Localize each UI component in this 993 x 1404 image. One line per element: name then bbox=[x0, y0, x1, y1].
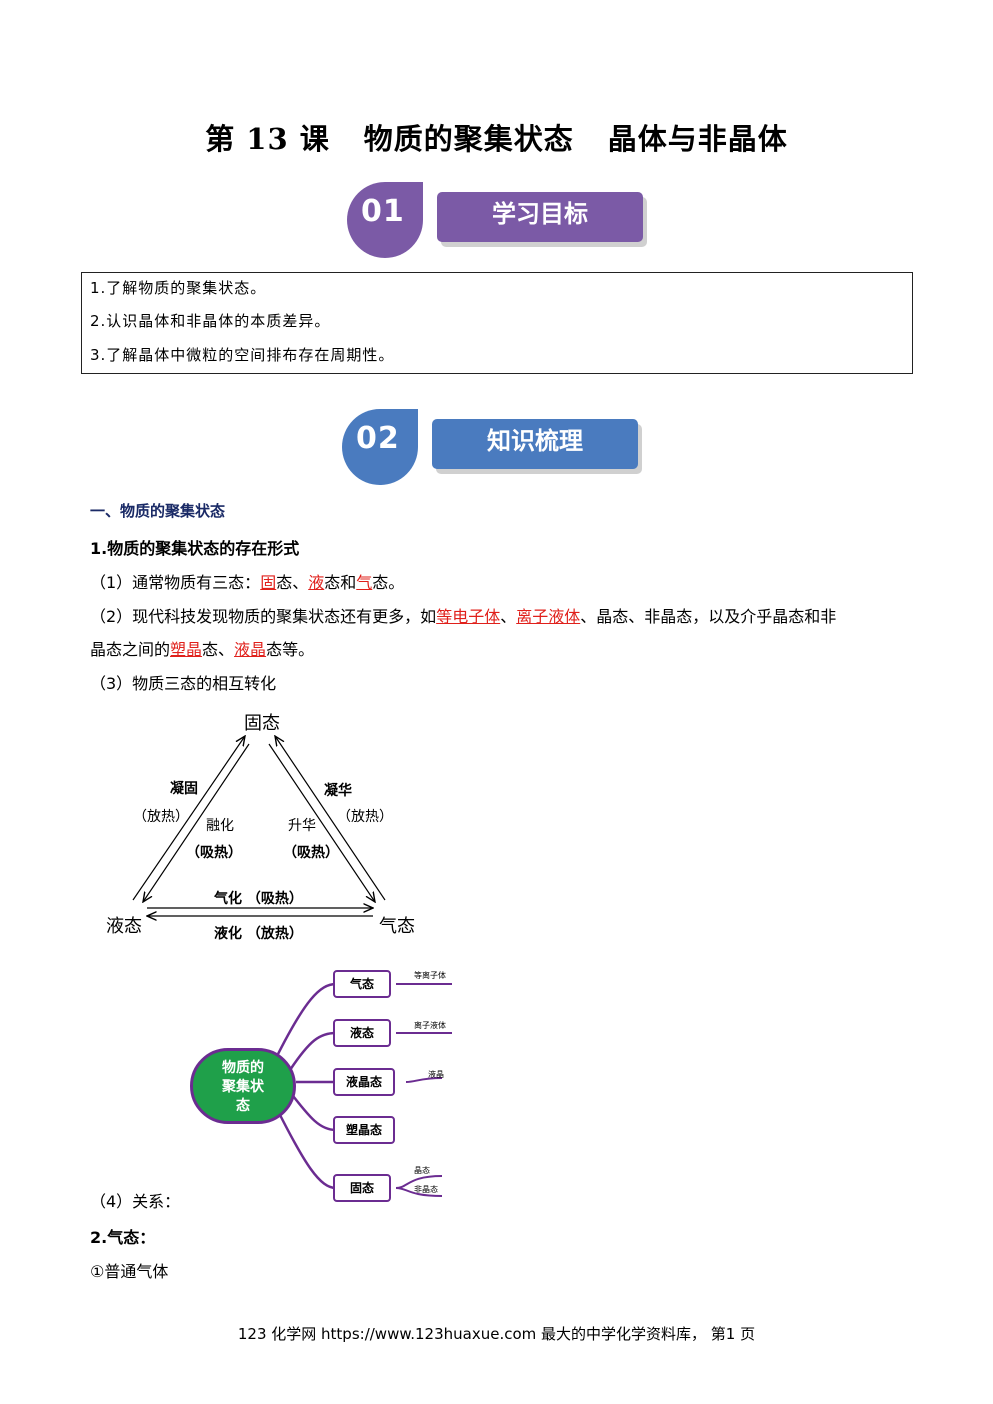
text-run: 晶态之间的 bbox=[90, 640, 171, 659]
mindmap-box-gas: 气态 bbox=[333, 970, 391, 998]
goal-item: 1.了解物质的聚集状态。 bbox=[90, 279, 267, 297]
label-sublime: 升华 bbox=[288, 818, 316, 834]
label-melt-heat: （吸热） bbox=[186, 845, 242, 861]
label-sublime-heat: （吸热） bbox=[283, 845, 339, 861]
branch-solid bbox=[273, 1104, 337, 1190]
paragraph-ordinary-gas: ①普通气体 bbox=[90, 1262, 169, 1281]
paragraph-more-states: （2）现代科技发现物质的聚集状态还有更多，如等电子体、离子液体、晶态、非晶态，以… bbox=[90, 603, 836, 627]
text-run: 、 bbox=[500, 607, 517, 626]
leaf-ionic-liquid: 离子液体 bbox=[414, 1021, 446, 1030]
leaf-liquid-crystal: 液晶 bbox=[428, 1070, 444, 1079]
center-line: 态 bbox=[236, 1098, 250, 1114]
page-title: 第 13 课物质的聚集状态晶体与非晶体 bbox=[0, 116, 993, 158]
arrow-freeze bbox=[132, 736, 245, 901]
mindmap-box-solid: 固态 bbox=[333, 1174, 391, 1202]
section-badge-goals: 01 学习目标 bbox=[345, 180, 655, 270]
label-freeze: 凝固 bbox=[170, 781, 198, 797]
label-liquefy: 液化 （放热） bbox=[214, 926, 303, 942]
mindmap-connectors bbox=[273, 982, 452, 1197]
answer-blank: 塑晶 bbox=[170, 640, 203, 659]
branch-plastic bbox=[289, 1091, 337, 1132]
badge-circle-icon bbox=[342, 409, 418, 485]
section-label: 学习目标 bbox=[437, 192, 643, 242]
title-topic-2: 晶体与非晶体 bbox=[607, 122, 788, 156]
arrow-deposit bbox=[275, 736, 386, 901]
answer-blank: 液 bbox=[308, 573, 325, 592]
label-deposit: 凝华 bbox=[324, 783, 352, 799]
text-run: 态等。 bbox=[266, 640, 315, 659]
answer-blank: 固 bbox=[260, 573, 277, 592]
label-melt: 融化 bbox=[206, 818, 234, 834]
leaf-amorphous: 非晶态 bbox=[414, 1185, 438, 1194]
heading-existence-forms: 1.物质的聚集状态的存在形式 bbox=[90, 539, 300, 558]
leaf-crystal: 晶态 bbox=[414, 1166, 430, 1175]
paragraph-transitions: （3）物质三态的相互转化 bbox=[90, 674, 277, 693]
branch-liquid bbox=[288, 1031, 337, 1071]
title-topic-1: 物质的聚集状态 bbox=[363, 122, 574, 156]
answer-blank: 气 bbox=[356, 573, 373, 592]
mindmap-box-plastic-crystal: 塑晶态 bbox=[333, 1116, 395, 1144]
section-label: 知识梳理 bbox=[432, 419, 638, 469]
page-footer: 123 化学网 https://www.123huaxue.com 最大的中学化… bbox=[237, 1325, 756, 1343]
node-gas: 气态 bbox=[379, 916, 415, 937]
paragraph-three-states: （1）通常物质有三态：固态、液态和气态。 bbox=[90, 569, 404, 593]
label-deposit-heat: （放热） bbox=[337, 809, 393, 825]
heading-gas-state: 2.气态： bbox=[90, 1228, 156, 1247]
text-run: （2）现代科技发现物质的聚集状态还有更多，如 bbox=[90, 607, 437, 626]
mindmap-box-liquid-crystal: 液晶态 bbox=[333, 1068, 395, 1096]
node-solid: 固态 bbox=[244, 713, 280, 734]
paragraph-relation: （4）关系： bbox=[90, 1192, 181, 1211]
branch-gas bbox=[273, 982, 337, 1061]
text-run: 、晶态、非晶态，以及介乎晶态和非 bbox=[580, 607, 837, 626]
section-number: 02 bbox=[356, 421, 400, 456]
goal-item: 2.认识晶体和非晶体的本质差异。 bbox=[90, 312, 331, 330]
heading-aggregation-states: 一、物质的聚集状态 bbox=[90, 502, 226, 520]
center-line: 聚集状 bbox=[222, 1079, 264, 1095]
leaf-plasma: 等离子体 bbox=[414, 971, 446, 980]
answer-blank: 离子液体 bbox=[516, 607, 581, 626]
arrow-sublime bbox=[268, 743, 375, 902]
text-run: 态、 bbox=[202, 640, 235, 659]
badge-circle-icon bbox=[347, 182, 423, 258]
arrow-melt bbox=[143, 743, 250, 902]
answer-blank: 液晶 bbox=[234, 640, 267, 659]
label-freeze-heat: （放热） bbox=[133, 809, 189, 825]
text-run: （1）通常物质有三态： bbox=[90, 573, 261, 592]
title-lesson: 第 13 课 bbox=[205, 122, 330, 156]
goal-item: 3.了解晶体中微粒的空间排布存在周期性。 bbox=[90, 346, 395, 364]
section-badge-knowledge: 02 知识梳理 bbox=[340, 407, 650, 497]
state-transition-diagram bbox=[132, 700, 386, 945]
mindmap-center: 物质的 聚集状 态 bbox=[190, 1048, 296, 1124]
answer-blank: 等电子体 bbox=[436, 607, 501, 626]
paragraph-more-states-cont: 晶态之间的塑晶态、液晶态等。 bbox=[90, 636, 314, 660]
text-run: 态。 bbox=[372, 573, 405, 592]
mindmap-box-liquid: 液态 bbox=[333, 1019, 391, 1047]
text-run: 态、 bbox=[276, 573, 309, 592]
label-vaporize: 气化 （吸热） bbox=[214, 891, 303, 907]
center-line: 物质的 bbox=[222, 1060, 264, 1076]
section-number: 01 bbox=[361, 194, 405, 229]
node-liquid: 液态 bbox=[106, 916, 142, 937]
goals-box: 1.了解物质的聚集状态。 2.认识晶体和非晶体的本质差异。 3.了解晶体中微粒的… bbox=[81, 272, 913, 374]
text-run: 态和 bbox=[324, 573, 357, 592]
